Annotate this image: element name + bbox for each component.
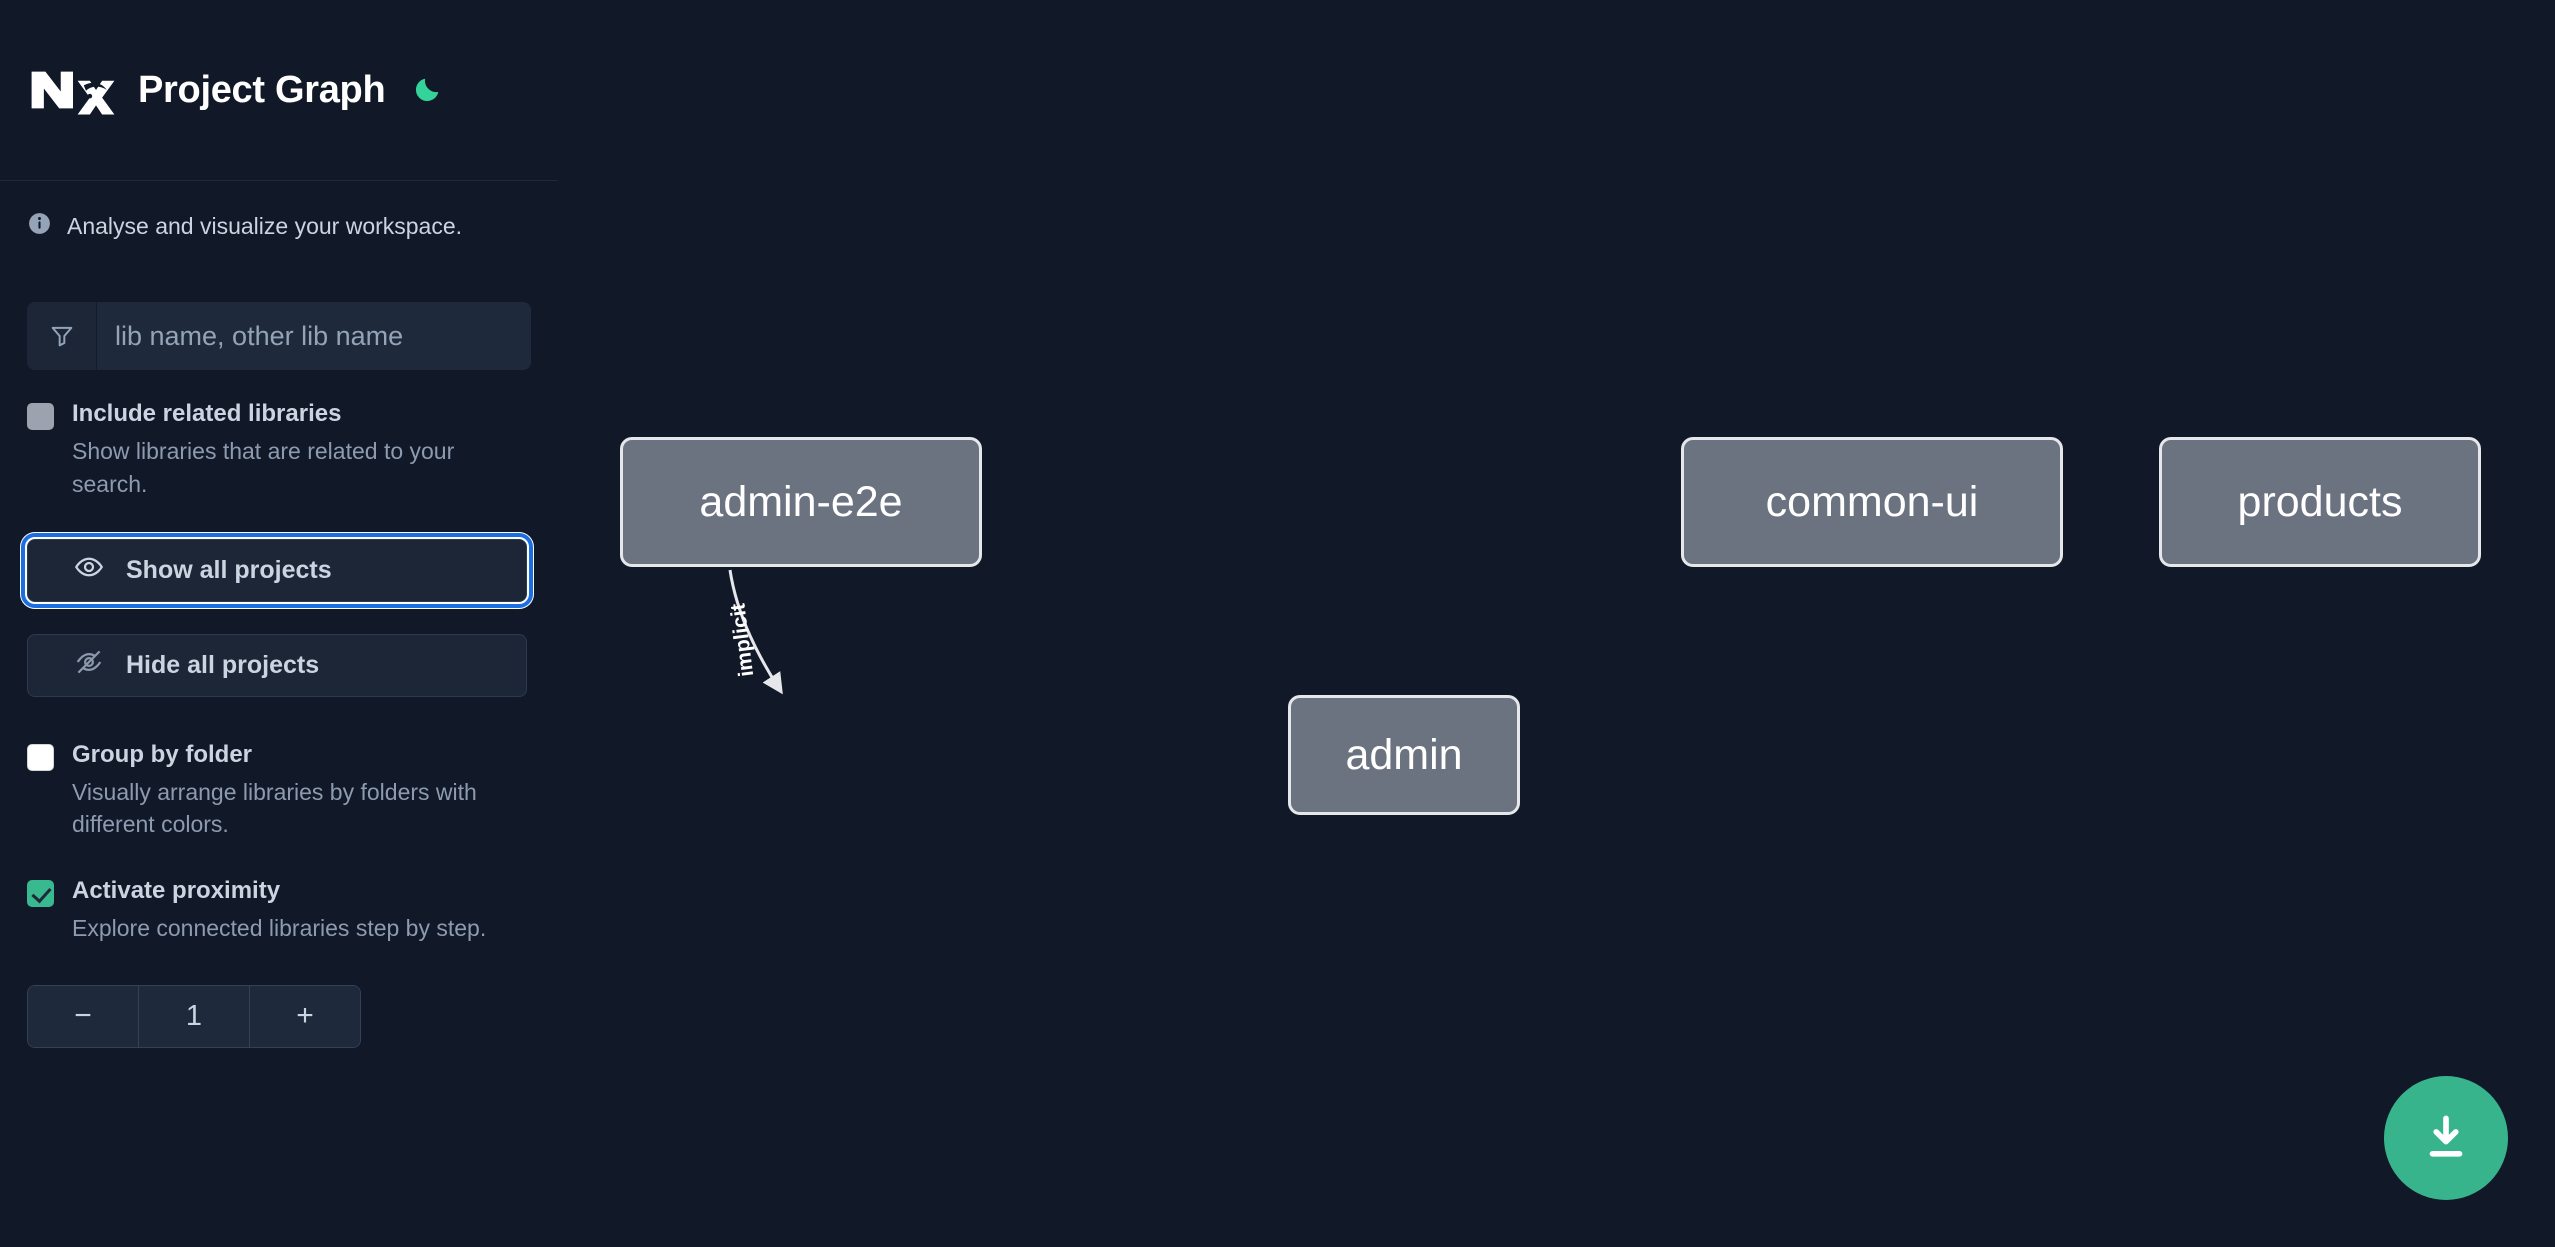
option-title: Include related libraries xyxy=(72,400,342,427)
proximity-stepper: − 1 + xyxy=(27,984,361,1048)
moon-icon[interactable] xyxy=(409,72,445,108)
tagline-text: Analyse and visualize your workspace. xyxy=(67,212,463,239)
graph-node-admin-e2e[interactable]: admin-e2e xyxy=(620,437,982,567)
download-image-button[interactable] xyxy=(2384,1076,2508,1200)
include-related-libraries-checkbox[interactable] xyxy=(27,403,54,430)
hide-all-projects-button[interactable]: Hide all projects xyxy=(27,633,527,697)
graph-node-admin[interactable]: admin xyxy=(1288,695,1520,815)
eye-icon xyxy=(74,552,104,589)
project-graph-canvas[interactable]: admin-e2e common-ui products store-e2e a… xyxy=(558,0,2555,1247)
option-description: Show libraries that are related to your … xyxy=(72,438,455,497)
node-label: admin-e2e xyxy=(699,477,903,526)
download-icon xyxy=(2418,1109,2474,1168)
option-group-by-folder: Group by folder Visually arrange librari… xyxy=(0,739,558,842)
group-by-folder-checkbox[interactable] xyxy=(27,743,54,771)
sidebar-header: Project Graph xyxy=(0,0,558,181)
edge-admin-e2e-to-admin xyxy=(728,569,783,695)
graph-node-common-ui[interactable]: common-ui xyxy=(1681,437,2063,567)
eye-slash-icon xyxy=(74,647,104,684)
node-label: common-ui xyxy=(1765,477,1979,526)
option-title: Group by folder xyxy=(72,740,252,768)
hide-all-projects-label: Hide all projects xyxy=(126,650,320,679)
show-all-projects-label: Show all projects xyxy=(126,555,332,584)
stepper-decrement-button[interactable]: − xyxy=(28,985,138,1047)
stepper-increment-button[interactable]: + xyxy=(250,985,360,1047)
sidebar: Project Graph Analyse and visualize your… xyxy=(0,0,558,1247)
proximity-stepper-wrapper: − 1 + xyxy=(0,984,558,1048)
funnel-filter-icon[interactable] xyxy=(27,302,97,370)
option-description: Visually arrange libraries by folders wi… xyxy=(72,778,477,838)
info-circle-icon xyxy=(27,211,52,241)
projects-visibility-buttons: Show all projects Hide all projects xyxy=(0,532,558,697)
option-title: Activate proximity xyxy=(72,877,281,904)
tagline: Analyse and visualize your workspace. xyxy=(0,181,558,241)
activate-proximity-checkbox[interactable] xyxy=(27,880,54,907)
graph-node-products[interactable]: products xyxy=(2159,437,2481,567)
option-description: Explore connected libraries step by step… xyxy=(72,915,487,942)
option-include-related-libraries: Include related libraries Show libraries… xyxy=(0,398,558,501)
search-input[interactable] xyxy=(97,302,531,370)
stepper-value: 1 xyxy=(138,985,250,1047)
graph-edges xyxy=(728,569,783,695)
option-activate-proximity: Activate proximity Explore connected lib… xyxy=(0,875,558,945)
node-label: admin xyxy=(1345,730,1463,779)
page-title: Project Graph xyxy=(138,68,386,111)
node-label: products xyxy=(2237,477,2403,526)
nx-logo-icon xyxy=(27,64,119,116)
filter-input-wrapper xyxy=(27,302,531,370)
show-all-projects-button[interactable]: Show all projects xyxy=(21,532,533,608)
